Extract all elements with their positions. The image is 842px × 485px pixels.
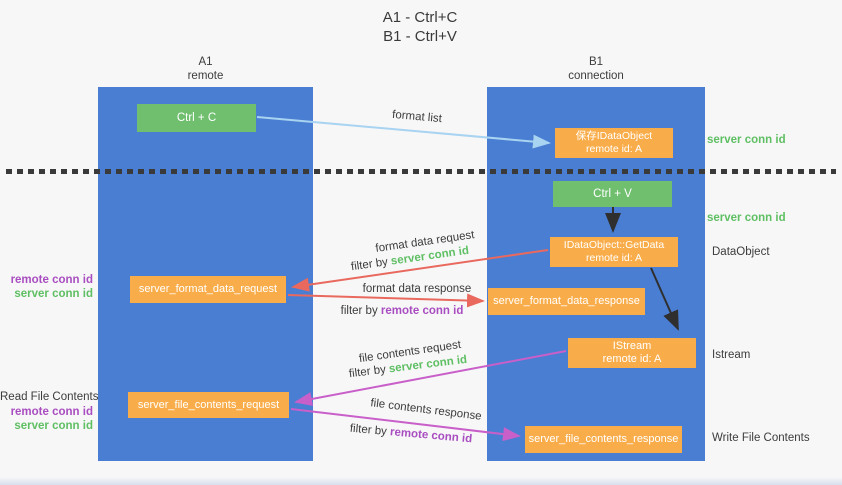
label-server-conn-id-left-1: server conn id (14, 288, 93, 300)
label-server-conn-id-left-2: server conn id (14, 420, 93, 432)
node-ctrl-c: Ctrl + C (137, 104, 256, 132)
node-save-idataobject-line1: 保存IDataObject (575, 130, 653, 142)
column-a1-subtitle: remote (187, 70, 224, 82)
column-b1-subtitle: connection (568, 70, 624, 82)
label-format-data-response: format data response (362, 283, 472, 295)
bottom-gradient (0, 477, 842, 485)
node-getdata-line2: remote id: A (585, 252, 643, 264)
node-idataobject-getdata: IDataObject::GetData remote id: A (550, 237, 678, 267)
node-save-idataobject-line2: remote id: A (585, 143, 643, 155)
column-a1-name: A1 (198, 56, 213, 68)
node-istream-line2: remote id: A (602, 353, 662, 365)
node-server-file-contents-response: server_file_contents_response (525, 426, 682, 453)
format-data-response-arrow (287, 293, 485, 308)
column-header-b1: B1 connection (487, 55, 705, 83)
label-read-file-contents: Read File Contents (0, 391, 99, 403)
column-header-a1: A1 remote (98, 55, 313, 83)
node-getdata-line1: IDataObject::GetData (563, 239, 665, 251)
title-line-1: A1 - Ctrl+C (382, 9, 458, 26)
format-data-request-arrow (291, 249, 549, 292)
node-server-file-contents-request: server_file_contents_request (128, 392, 289, 418)
column-b1-name: B1 (588, 56, 604, 68)
node-server-format-data-request: server_format_data_request (130, 276, 286, 303)
node-ctrl-v: Ctrl + V (553, 181, 672, 207)
label-server-conn-id-right-top: server conn id (707, 134, 786, 146)
node-ctrl-v-label: Ctrl + V (593, 187, 632, 200)
label-conn-ids-left-top: remote conn id server conn id (0, 273, 93, 301)
session-separator-line (6, 169, 836, 174)
filter-by-text: filter by (340, 305, 378, 317)
node-istream: IStream remote id: A (568, 338, 696, 368)
node-format-response-label: server_format_data_response (493, 295, 640, 307)
file-contents-response-arrow (290, 408, 521, 442)
remote-conn-id-text: remote conn id (380, 305, 464, 317)
diagram-title: A1 - Ctrl+C B1 - Ctrl+V (330, 8, 510, 46)
node-istream-line1: IStream (612, 340, 652, 352)
getdata-to-istream-arrow (650, 267, 679, 331)
node-server-format-data-response: server_format_data_response (488, 288, 645, 315)
format-list-arrow (256, 116, 551, 149)
label-conn-ids-left-bottom: remote conn id server conn id (0, 405, 93, 433)
label-remote-conn-id-left-1: remote conn id (10, 274, 93, 286)
label-remote-conn-id-left-2: remote conn id (10, 406, 93, 418)
node-file-response-label: server_file_contents_response (528, 433, 679, 445)
title-line-2: B1 - Ctrl+V (383, 28, 457, 45)
node-ctrl-c-label: Ctrl + C (176, 111, 217, 124)
node-save-idataobject: 保存IDataObject remote id: A (555, 128, 673, 158)
label-istream: Istream (712, 349, 751, 361)
label-filter-by-remote-conn-id-1: filter by remote conn id (327, 305, 477, 317)
label-write-file-contents: Write File Contents (712, 432, 810, 444)
label-server-conn-id-right-mid: server conn id (707, 212, 786, 224)
node-file-request-label: server_file_contents_request (137, 398, 280, 411)
node-format-request-label: server_format_data_request (138, 283, 278, 295)
file-contents-request-arrow (294, 350, 567, 406)
label-dataobject: DataObject (712, 246, 770, 258)
